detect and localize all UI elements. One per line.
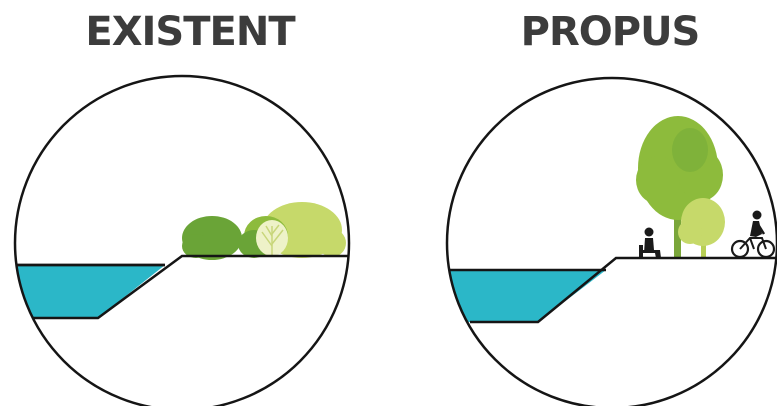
propus-circle-frame (447, 78, 777, 406)
propus-water (440, 270, 606, 322)
existent-panel (0, 76, 360, 406)
existent-water (0, 265, 165, 318)
existent-bushes (182, 202, 346, 260)
cyclist-icon (732, 211, 774, 258)
propus-panel (440, 78, 777, 406)
seated-person-icon (639, 228, 661, 259)
